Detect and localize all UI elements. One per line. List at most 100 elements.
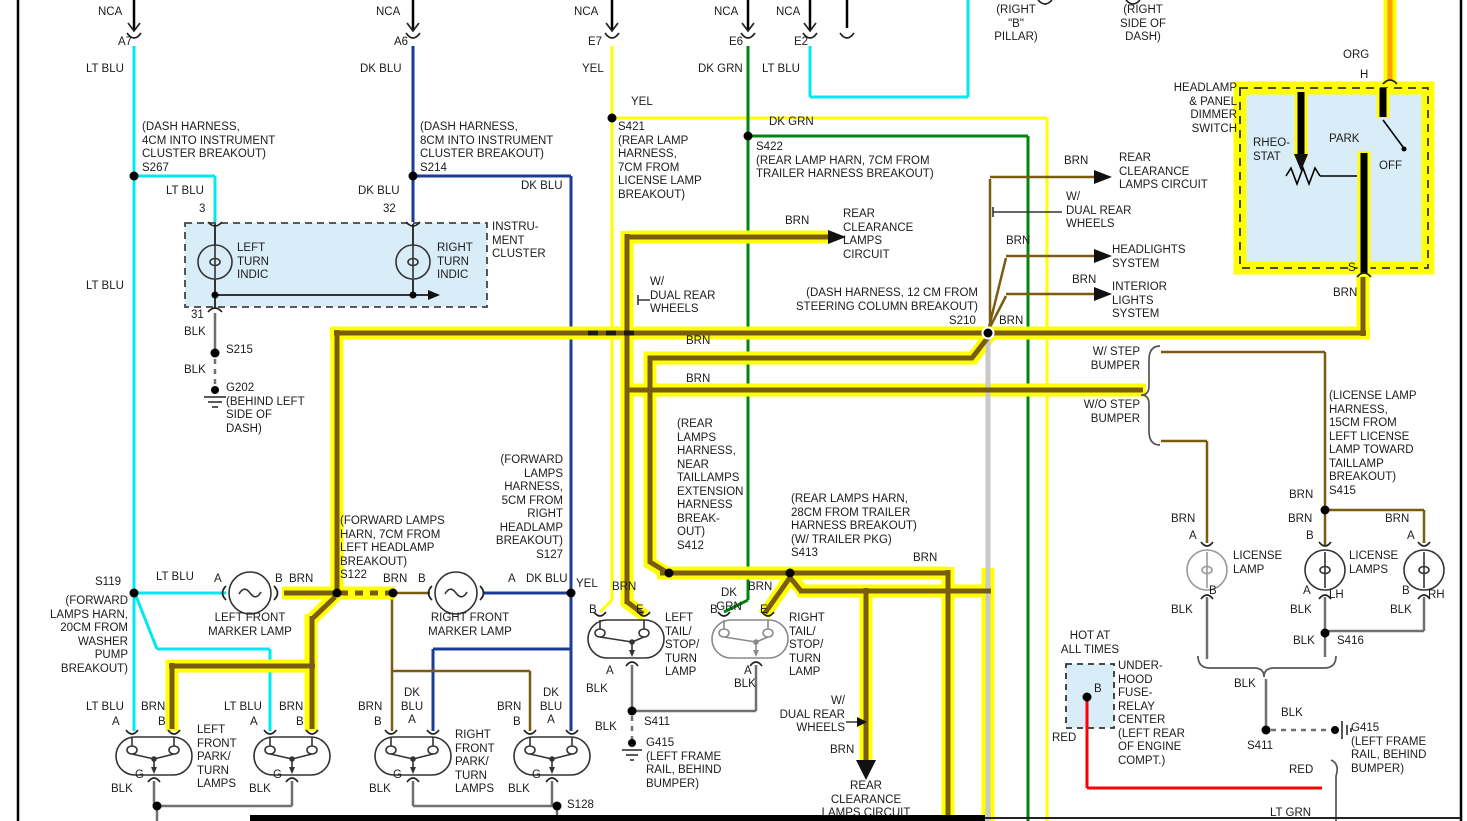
label-brn-rc1: BRN (785, 215, 810, 227)
label-blk-t1: BLK (586, 683, 608, 695)
blk-dashed-wires (213, 359, 1326, 740)
label-s-term: S (1348, 262, 1356, 274)
left-front-park-turn-lamp-2 (253, 736, 331, 776)
label-s215: S215 (226, 344, 253, 356)
label-g-p4: G (532, 769, 541, 781)
label-b-p2: B (296, 716, 304, 728)
label-ltblu-m1: LT BLU (156, 571, 194, 583)
label-blk-p2: BLK (249, 783, 271, 795)
label-blk-lic2: BLK (1290, 604, 1312, 616)
label-fuse-note: UNDER- HOOD FUSE- RELAY CENTER (LEFT REA… (1118, 660, 1185, 767)
connector-symbols (125, 0, 1431, 783)
label-brn-t3: BRN (913, 552, 938, 564)
label-org: ORG (1343, 49, 1370, 61)
splice-dots (129, 113, 1407, 811)
highlight-cores (169, 0, 1393, 821)
label-right-turn-indic: RIGHT TURN INDIC (437, 242, 473, 281)
label-s411b: S411 (1247, 740, 1274, 752)
label-b-t2: B (710, 604, 718, 616)
label-ltgrn: LT GRN (1270, 807, 1312, 819)
right-front-park-turn-lamp-2 (513, 736, 591, 776)
dimmer-contacts (1297, 88, 1387, 273)
right-front-park-turn-lamp-1 (374, 736, 452, 776)
label-right-b-pillar: (RIGHT "B" PILLAR) (994, 4, 1038, 43)
label-brn-t2: BRN (748, 581, 773, 593)
left-turn-indicator-lamp (197, 244, 233, 280)
label-lf-marker: LEFT FRONT MARKER LAMP (208, 612, 292, 638)
label-s412-note: (REAR LAMPS HARNESS, NEAR TAILLAMPS EXTE… (677, 418, 744, 552)
lt-blu-wires (132, 0, 970, 731)
label-dkgrn-e6: DK GRN (698, 63, 743, 75)
label-pin-e7: E7 (588, 36, 603, 48)
label-g202-note: G202 (BEHIND LEFT SIDE OF DASH) (226, 382, 305, 435)
label-a-lic3: A (1407, 530, 1415, 542)
label-g415b-note: G415 (LEFT FRAME RAIL, BEHIND BUMPER) (1351, 722, 1427, 775)
label-brn-s415: BRN (1289, 489, 1314, 501)
label-l-tail: LEFT TAIL/ STOP/ TURN LAMP (665, 612, 700, 678)
label-blk-s416: BLK (1293, 635, 1315, 647)
label-license-lamps: LICENSE LAMPS (1349, 550, 1399, 576)
right-front-marker-lamp (434, 571, 478, 615)
label-yel-tail: YEL (576, 578, 598, 590)
label-blk-p3: BLK (369, 783, 391, 795)
label-off: OFF (1379, 160, 1402, 172)
label-ltblu-p2: LT BLU (224, 701, 262, 713)
label-ltblu-a7: LT BLU (86, 63, 124, 75)
label-s421-note: S421 (REAR LAMP HARNESS, 7CM FROM LICENS… (618, 121, 702, 201)
dk-blu-wires (411, 46, 573, 731)
label-g-p1: G (135, 769, 144, 781)
label-s422-note: S422 (REAR LAMP HARN, 7CM FROM TRAILER H… (756, 141, 934, 180)
label-wo-step: W/O STEP BUMPER (1083, 399, 1140, 425)
label-headlights-sys: HEADLIGHTS SYSTEM (1112, 244, 1186, 270)
label-s416: S416 (1337, 635, 1364, 647)
label-a-lic2: A (1303, 585, 1311, 597)
label-red2: RED (1289, 764, 1314, 776)
label-hot-at: HOT AT ALL TIMES (1060, 630, 1120, 656)
label-a-lic1: A (1189, 530, 1197, 542)
label-blk-t2: BLK (734, 678, 756, 690)
label-rh: RH (1428, 589, 1445, 601)
label-lic-note: (LICENSE LAMP HARNESS, 15CM FROM LEFT LI… (1329, 390, 1417, 497)
left-front-park-turn-lamp-1 (115, 736, 193, 776)
label-g415a-note: G415 (LEFT FRAME RAIL, BEHIND BUMPER) (646, 737, 722, 790)
label-lf-park: LEFT FRONT PARK/ TURN LAMPS (197, 724, 237, 790)
label-brn-s: BRN (1333, 287, 1358, 299)
label-blk-31: BLK (184, 326, 206, 338)
label-s214-note: (DASH HARNESS, 8CM INTO INSTRUMENT CLUST… (420, 121, 554, 174)
label-s411a: S411 (644, 716, 671, 728)
label-right-side-dash: (RIGHT SIDE OF DASH) (1119, 4, 1167, 43)
component-boxes (184, 81, 1435, 729)
braces (1140, 345, 1339, 821)
label-dash12-note: (DASH HARNESS, 12 CM FROM STEERING COLUM… (795, 287, 978, 313)
label-brn-t1: BRN (612, 581, 637, 593)
label-b-m2: B (418, 573, 426, 585)
left-front-marker-lamp (228, 571, 272, 615)
label-b-lic2: B (1306, 530, 1314, 542)
label-w-dual3: W/ DUAL REAR WHEELS (779, 695, 845, 734)
label-dkblu-cluster: DK BLU (521, 180, 563, 192)
left-tail-stop-turn-lamp (587, 619, 665, 659)
label-blk-brace: BLK (1234, 678, 1256, 690)
label-b-p3: B (374, 716, 382, 728)
right-tail-stop-turn-lamp (711, 619, 789, 659)
label-nca-a6: NCA (376, 6, 401, 18)
arrowheads (428, 154, 1308, 780)
license-blk-brace (1197, 655, 1337, 678)
label-s128: S128 (567, 799, 594, 811)
lamp-symbols (115, 244, 1445, 776)
label-ltblu-p1: LT BLU (86, 701, 124, 713)
label-rear-clear1: REAR CLEARANCE LAMPS CIRCUIT (843, 208, 914, 261)
label-b-p1: B (158, 716, 166, 728)
bottom-bar (250, 815, 985, 821)
label-brn-lic2: BRN (1288, 513, 1313, 525)
label-brn-rc3: BRN (830, 744, 855, 756)
label-dkgrn-s422: DK GRN (769, 116, 814, 128)
label-h-term: H (1360, 69, 1369, 81)
label-interior-sys: INTERIOR LIGHTS SYSTEM (1112, 281, 1167, 320)
label-b-t1: B (589, 604, 597, 616)
label-dkblu-32: DK BLU (358, 185, 400, 197)
ground-symbols (204, 396, 1352, 761)
label-dkblu-p3: DK BLU A (400, 687, 424, 726)
label-b-lic3: B (1402, 585, 1410, 597)
license-lamp-single (1186, 549, 1228, 591)
